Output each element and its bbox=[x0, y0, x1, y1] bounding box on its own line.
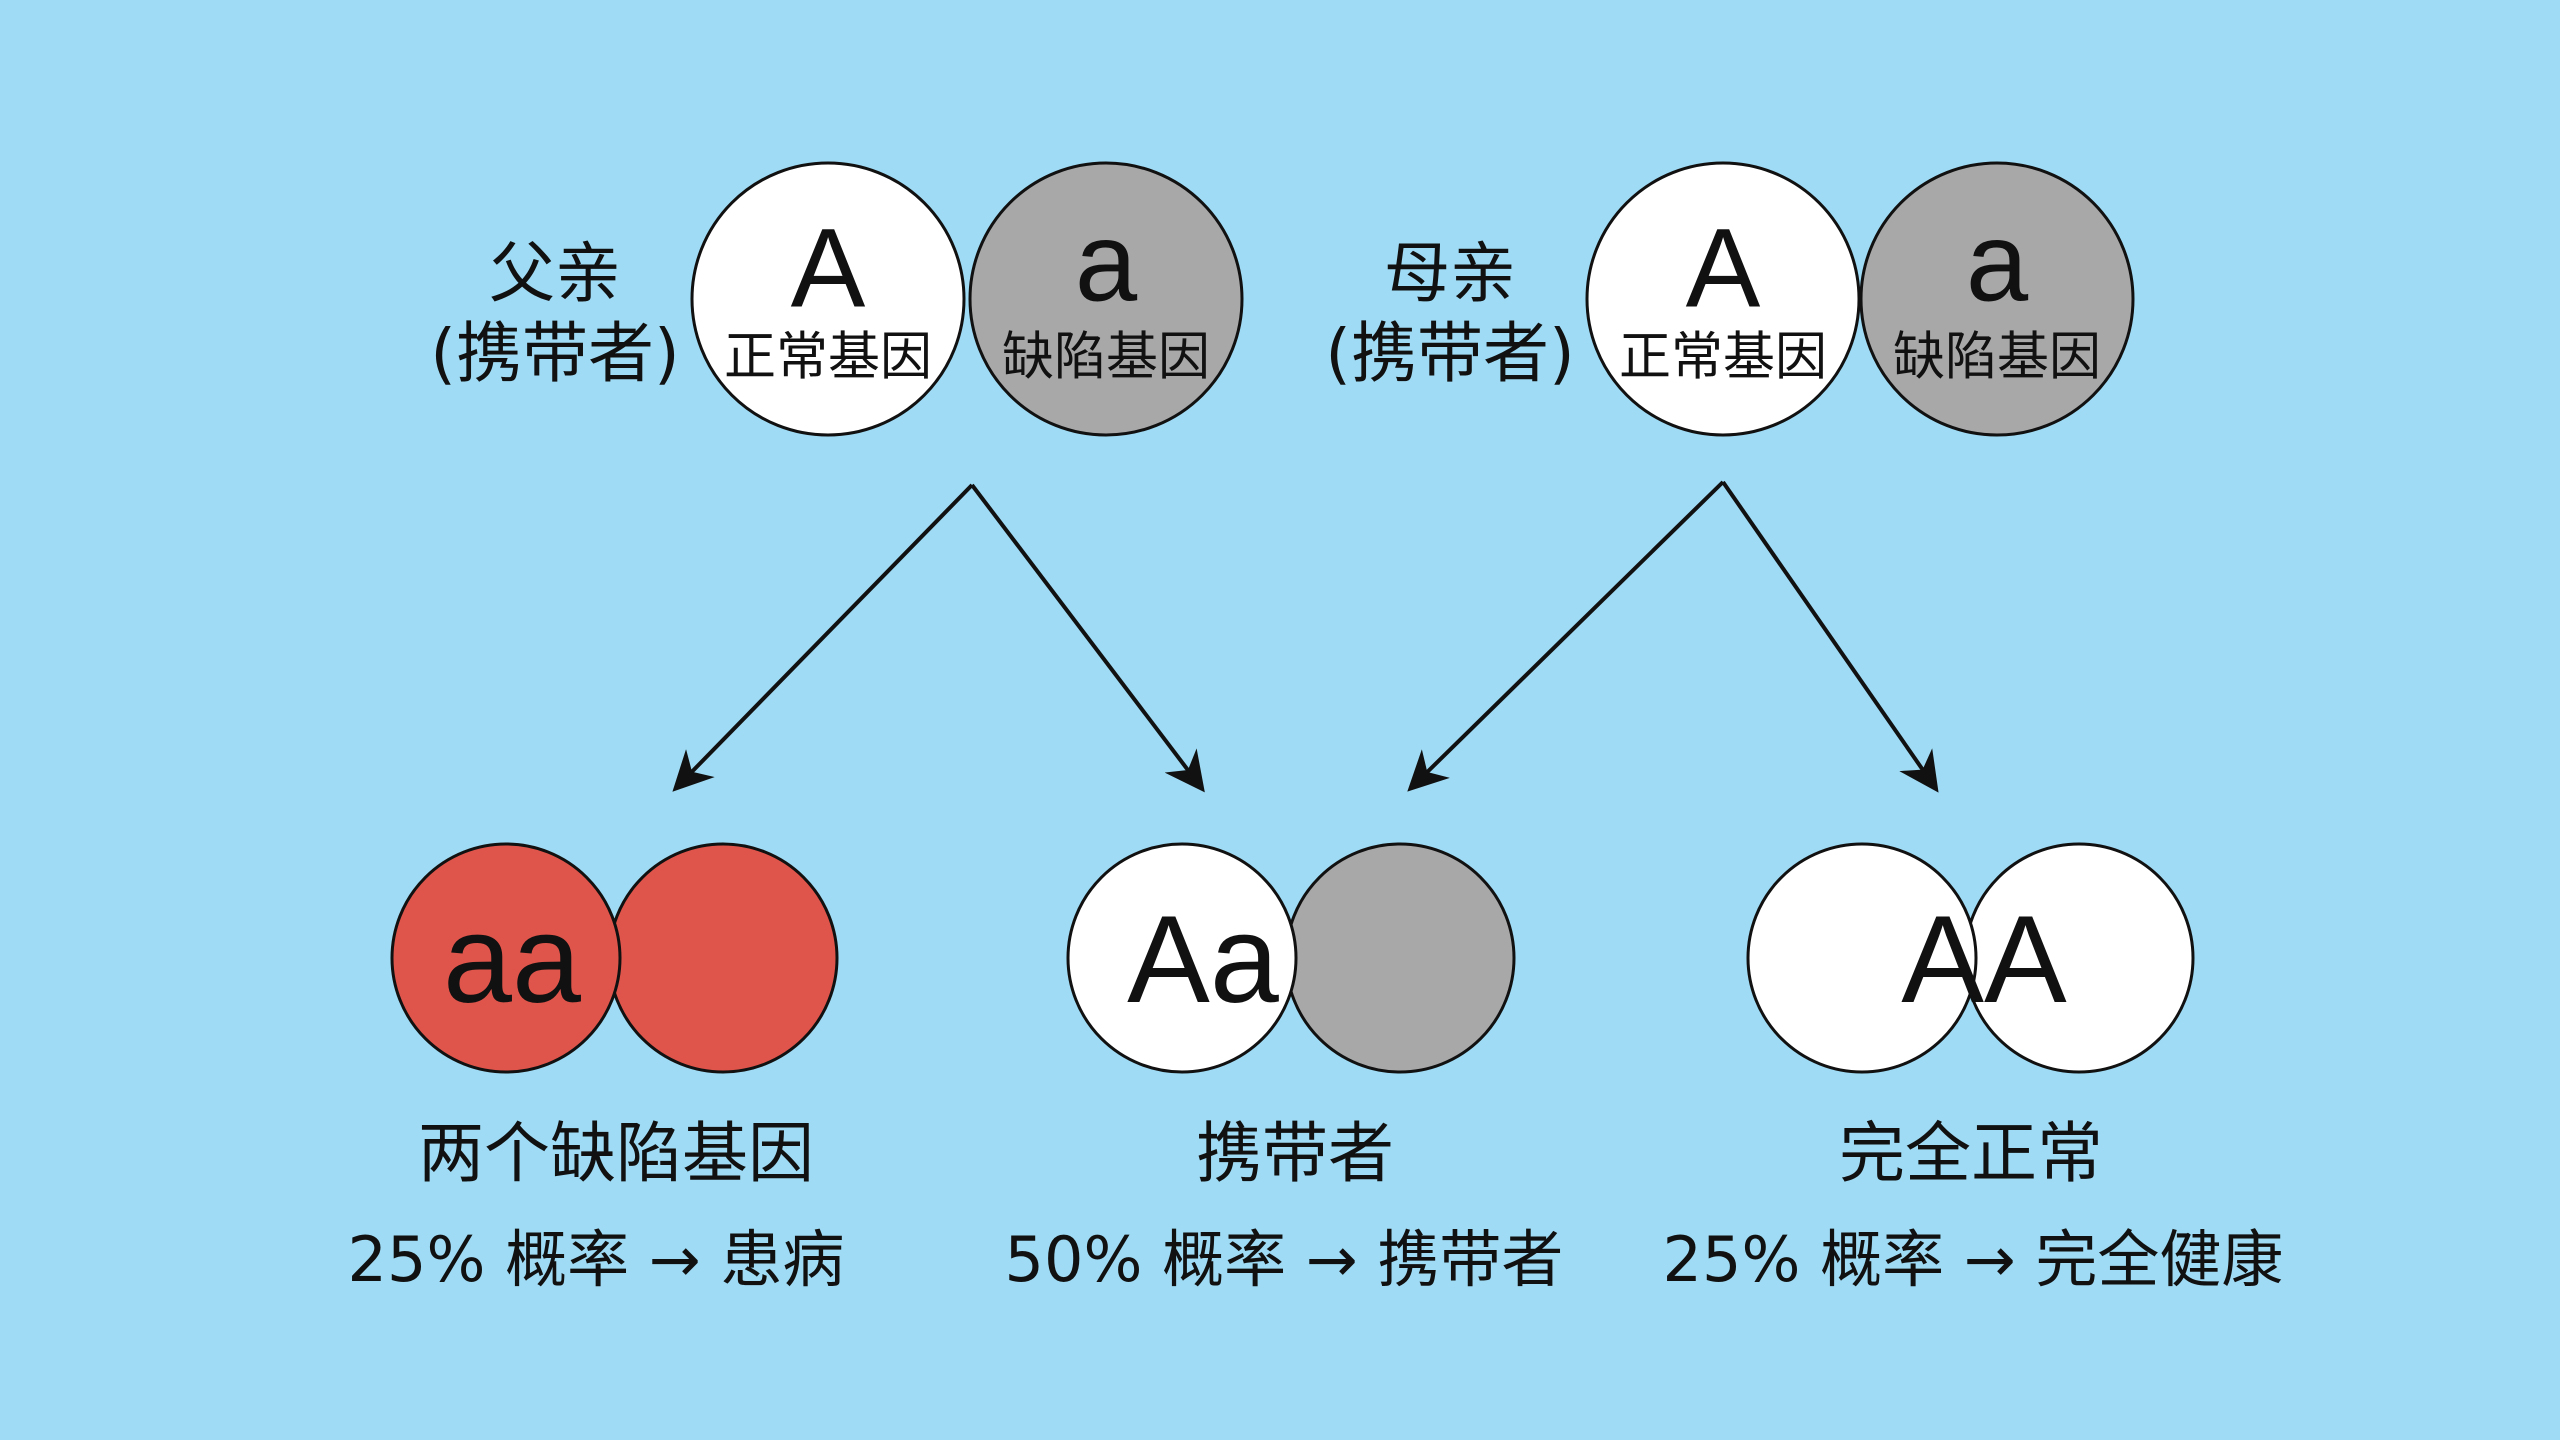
mother-role: (携带者) bbox=[1325, 315, 1575, 392]
outcome-Aa-title: 携带者 bbox=[1196, 1115, 1394, 1192]
mother-title: 母亲 bbox=[1384, 235, 1516, 312]
mother-allele1-desc: 正常基因 bbox=[1618, 327, 1828, 388]
father-role: (携带者) bbox=[430, 315, 680, 392]
mother-label: 母亲 (携带者) bbox=[1325, 234, 1575, 394]
outcome-Aa-probability: 50% 概率 → 携带者 bbox=[1004, 1223, 1564, 1296]
outcome-AA-probability: 25% 概率 → 完全健康 bbox=[1662, 1223, 2284, 1296]
father-allele1-desc: 正常基因 bbox=[723, 327, 933, 388]
father-allele2-desc: 缺陷基因 bbox=[1001, 327, 1211, 388]
mother-allele2-letter: a bbox=[1965, 199, 2029, 325]
mother-defect-allele-circle bbox=[1859, 161, 2135, 437]
mother-allele1-letter: A bbox=[1685, 205, 1761, 331]
Aa-left-circle bbox=[1066, 842, 1298, 1074]
Aa-right-circle bbox=[1284, 842, 1516, 1074]
aa-right-circle bbox=[607, 842, 839, 1074]
outcome-AA-title: 完全正常 bbox=[1839, 1115, 2103, 1192]
genotype-aa: aa bbox=[443, 891, 581, 1029]
father-defect-allele-circle bbox=[968, 161, 1244, 437]
father-allele2-letter: a bbox=[1074, 199, 1138, 325]
arrow-father-to-aa bbox=[672, 483, 974, 792]
genotype-AA: AA bbox=[1901, 891, 2067, 1029]
genotype-Aa: Aa bbox=[1127, 891, 1279, 1029]
mother-normal-allele-circle bbox=[1585, 161, 1861, 437]
arrow-mother-to-Aa bbox=[1407, 480, 1725, 792]
father-title: 父亲 bbox=[489, 235, 621, 312]
mother-allele2-desc: 缺陷基因 bbox=[1892, 327, 2102, 388]
AA-left-circle bbox=[1746, 842, 1978, 1074]
outcome-aa-title: 两个缺陷基因 bbox=[418, 1115, 814, 1192]
aa-left-circle bbox=[390, 842, 622, 1074]
arrow-father-to-Aa bbox=[970, 483, 1205, 793]
outcome-aa-probability: 25% 概率 → 患病 bbox=[347, 1223, 845, 1296]
father-allele1-letter: A bbox=[790, 205, 866, 331]
arrow-mother-to-AA bbox=[1721, 480, 1939, 793]
father-label: 父亲 (携带者) bbox=[430, 234, 680, 394]
father-normal-allele-circle bbox=[690, 161, 966, 437]
